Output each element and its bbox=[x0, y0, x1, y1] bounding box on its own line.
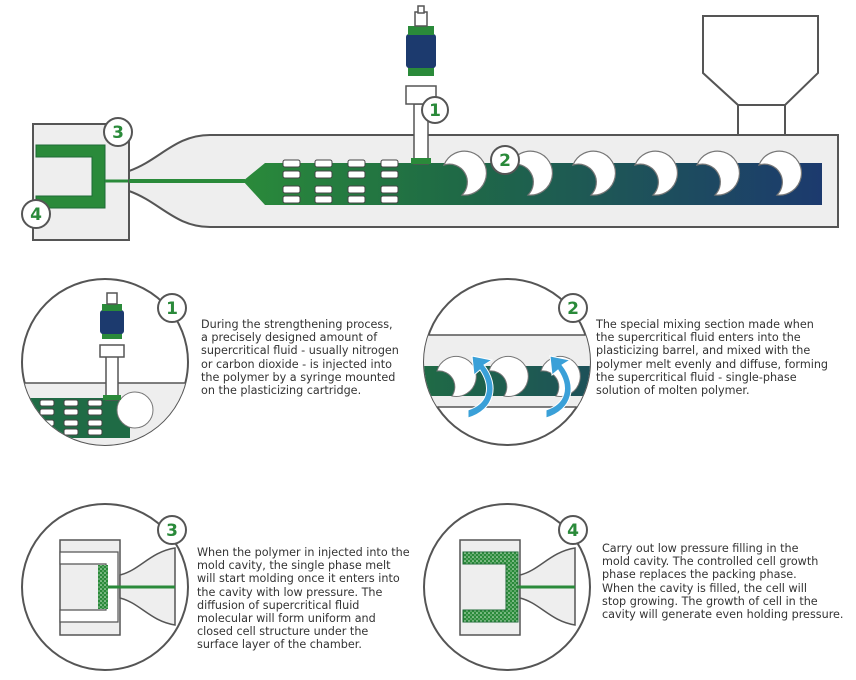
step-1-description: During the strengthening process,a preci… bbox=[201, 318, 399, 398]
curved-flow-arrow-icon bbox=[467, 355, 572, 419]
svg-text:4: 4 bbox=[30, 205, 42, 225]
mixing-pins bbox=[282, 159, 399, 204]
badge-mold-top: 3 bbox=[103, 117, 133, 147]
detail-step-4: 4 bbox=[423, 503, 591, 671]
svg-text:3: 3 bbox=[112, 123, 124, 143]
badge-mold-bottom: 4 bbox=[21, 199, 51, 229]
badge-injector: 1 bbox=[421, 96, 449, 124]
detail-step-1: 1 bbox=[21, 278, 189, 446]
svg-text:1: 1 bbox=[429, 101, 441, 121]
svg-text:2: 2 bbox=[567, 299, 579, 319]
screw-flight-icon bbox=[442, 150, 803, 196]
svg-text:3: 3 bbox=[166, 521, 178, 541]
detail-step-3: 3 bbox=[21, 503, 189, 671]
badge-mixing: 2 bbox=[490, 145, 520, 175]
svg-text:2: 2 bbox=[499, 151, 511, 171]
detail-step-2: 2 bbox=[423, 278, 591, 446]
hopper-icon bbox=[702, 15, 819, 136]
svg-text:4: 4 bbox=[567, 521, 579, 541]
svg-text:1: 1 bbox=[166, 299, 178, 319]
